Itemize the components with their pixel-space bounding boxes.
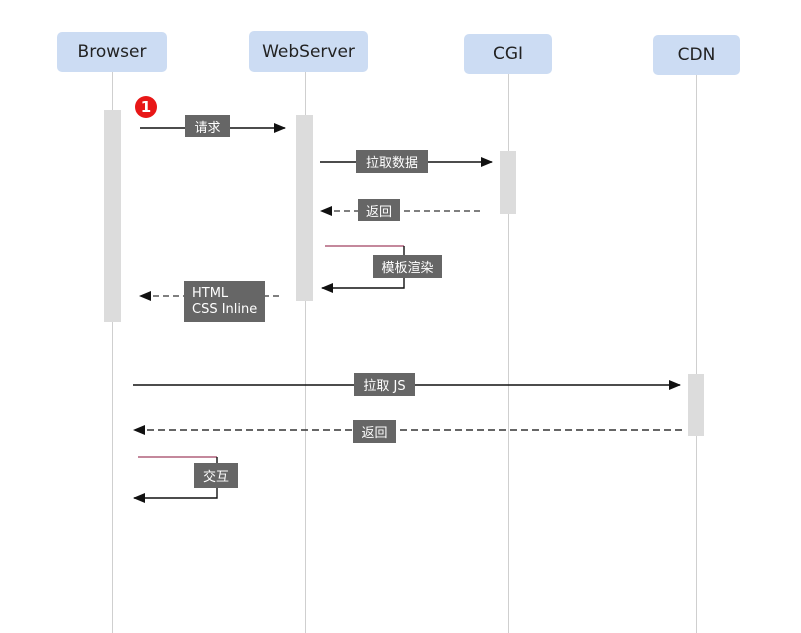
interact-label: 交互 [194, 463, 238, 488]
template-render-label: 模板渲染 [373, 255, 442, 278]
cdn-lifeline [696, 75, 697, 633]
return-data-label: 返回 [358, 199, 400, 221]
step-marker: 1 [135, 96, 157, 118]
fetch-data-label: 拉取数据 [356, 150, 428, 173]
html-label-line1: HTML [192, 285, 229, 301]
webserver-lifeline [305, 72, 306, 633]
browser-lifeline [112, 72, 113, 633]
browser-actor: Browser [57, 32, 167, 72]
html-label-line2: CSS Inline [192, 301, 258, 317]
cdn-actor: CDN [653, 35, 740, 75]
webserver-actor: WebServer [249, 31, 368, 72]
html-response-label: HTML CSS Inline [184, 281, 265, 322]
cdn-activation [688, 374, 704, 436]
webserver-activation [296, 115, 313, 301]
request-label: 请求 [185, 115, 230, 137]
return-js-label: 返回 [353, 420, 396, 443]
cgi-activation [500, 151, 516, 214]
fetch-js-label: 拉取 JS [354, 373, 415, 396]
browser-activation [104, 110, 121, 322]
cgi-actor: CGI [464, 34, 552, 74]
cgi-lifeline [508, 74, 509, 633]
